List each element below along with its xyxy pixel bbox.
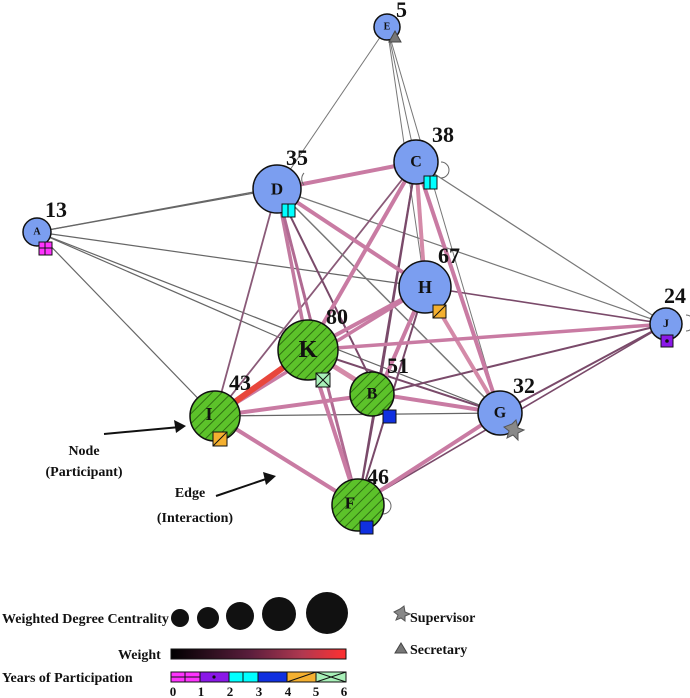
edge-i-d — [214, 188, 278, 417]
node-b: B 51 — [349, 353, 409, 424]
svg-text:G: G — [494, 405, 507, 422]
edge-annotation: Edge (Interaction) — [157, 472, 276, 526]
svg-text:0: 0 — [170, 684, 177, 698]
edge-d-h — [275, 187, 427, 289]
edge-k-g — [307, 349, 501, 414]
svg-text:6: 6 — [341, 684, 348, 698]
secretary-legend-icon — [394, 642, 408, 654]
svg-text:Node: Node — [68, 444, 99, 459]
node-j-value: 24 — [664, 283, 686, 308]
svg-text:3: 3 — [256, 684, 263, 698]
secretary-marker-icon — [388, 29, 402, 43]
edge-g-j — [499, 323, 667, 414]
svg-text:D: D — [271, 180, 283, 199]
edge-d-j — [276, 188, 667, 325]
years-marker-icon — [382, 409, 397, 424]
node-e-value: 5 — [396, 0, 407, 22]
svg-text:Years of Participation: Years of Participation — [2, 671, 133, 686]
edge-e-d — [276, 26, 388, 190]
svg-text:Edge: Edge — [175, 486, 205, 501]
edge-i-g — [214, 412, 501, 417]
node-h: H 67 — [398, 243, 460, 319]
svg-text:4: 4 — [285, 684, 292, 698]
node-c-value: 38 — [432, 122, 454, 147]
svg-text:5: 5 — [313, 684, 320, 698]
svg-text:E: E — [384, 22, 391, 33]
svg-text:Weighted Degree Centrality: Weighted Degree Centrality — [2, 612, 169, 627]
edge-h-j — [424, 286, 667, 325]
node-i: I 43 — [189, 370, 251, 447]
node-c: C 38 — [393, 122, 454, 190]
node-b-value: 51 — [387, 353, 409, 378]
svg-text:C: C — [410, 154, 422, 171]
edge-c-j — [415, 161, 667, 325]
edge-a-h — [36, 231, 426, 288]
svg-text:Secretary: Secretary — [410, 643, 467, 658]
edge-f-g — [356, 411, 502, 507]
supervisor-marker-icon — [503, 419, 526, 442]
svg-text:A: A — [33, 227, 41, 238]
svg-text:I: I — [205, 404, 212, 424]
edge-c-j2 — [414, 161, 502, 414]
node-g: G 32 — [477, 373, 535, 442]
legend-roles: Supervisor Secretary — [393, 605, 475, 658]
svg-text:Supervisor: Supervisor — [410, 611, 475, 626]
svg-text:2: 2 — [227, 684, 234, 698]
svg-text:K: K — [299, 337, 318, 363]
svg-text:(Interaction): (Interaction) — [157, 511, 234, 526]
node-k: K 80 — [277, 304, 348, 388]
legend-centrality: Weighted Degree Centrality — [2, 592, 348, 634]
node-d-value: 35 — [286, 145, 308, 170]
supervisor-legend-icon — [393, 605, 412, 622]
edge-e-g — [386, 26, 501, 414]
svg-text:B: B — [367, 386, 378, 403]
edge-b-j — [377, 323, 667, 395]
edges — [36, 26, 667, 507]
edge-k-j — [307, 322, 667, 352]
node-annotation: Node (Participant) — [46, 420, 186, 480]
node-e: E 5 — [373, 0, 407, 43]
node-h-value: 67 — [438, 243, 460, 268]
node-a-value: 13 — [45, 197, 67, 222]
years-marker-icon — [359, 520, 374, 535]
svg-text:F: F — [345, 494, 355, 513]
node-k-value: 80 — [326, 304, 348, 329]
edge-d-g — [276, 188, 501, 414]
node-d: D 35 — [252, 145, 308, 218]
node-f-value: 46 — [367, 464, 389, 489]
edge-i-c — [214, 161, 417, 417]
svg-text:H: H — [418, 277, 432, 297]
edge-d-b — [276, 188, 379, 395]
node-g-value: 32 — [513, 373, 535, 398]
self-loops — [301, 161, 690, 515]
edge-a-k — [36, 231, 309, 351]
svg-text:(Participant): (Participant) — [46, 465, 123, 480]
edge-c-k — [306, 161, 418, 351]
node-j: J 24 — [649, 283, 686, 348]
svg-text:J: J — [663, 316, 669, 330]
edge-a-g — [36, 231, 501, 414]
edge-e-c — [386, 26, 417, 163]
edge-a-i — [36, 231, 216, 417]
svg-text:Weight: Weight — [118, 648, 161, 663]
legend-years: Years of Participation 0 1 2 3 4 5 6 — [2, 671, 348, 698]
legend-weight: Weight — [118, 648, 347, 663]
edge-i-f — [213, 414, 360, 507]
node-i-value: 43 — [229, 370, 251, 395]
svg-text:1: 1 — [198, 684, 205, 698]
node-a: A 13 — [22, 197, 67, 256]
node-f: F 46 — [331, 464, 389, 535]
